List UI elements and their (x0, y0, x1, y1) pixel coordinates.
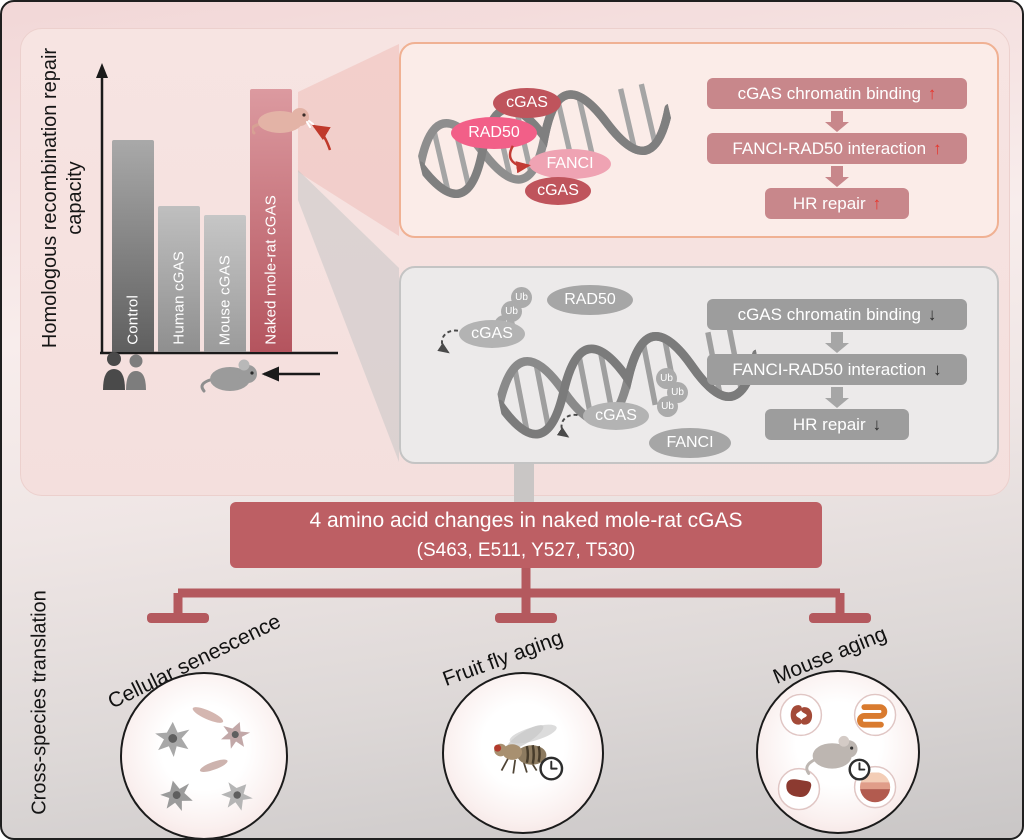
step-label: HR repair (792, 193, 866, 213)
panel-to-banner-connector (514, 462, 534, 506)
up-arrow: ↑ (872, 193, 882, 213)
step-label: cGAS chromatin binding (737, 83, 921, 103)
flow-arrow-icon (825, 332, 849, 353)
step-cgas-chromatin-binding-up: cGAS chromatin binding ↑ (707, 78, 967, 109)
mouse-aging-icon (777, 693, 897, 811)
cgas-molecule: cGAS (525, 177, 591, 205)
step-cgas-chromatin-binding-down: cGAS chromatin binding ↓ (707, 299, 967, 330)
down-arrow: ↓ (933, 359, 942, 379)
down-arrow: ↓ (872, 414, 882, 434)
cgas-molecule: cGAS (459, 320, 525, 348)
mutation-banner: 4 amino acid changes in naked mole-rat c… (230, 502, 822, 568)
bar-label: Human cGAS (170, 251, 188, 345)
bar-label: Mouse cGAS (216, 254, 234, 345)
bar-label: Naked mole-rat cGAS (262, 195, 280, 345)
bar-chart-bars: Control Human cGAS Mouse cGAS Naked mole-ra… (112, 66, 300, 352)
step-hr-repair-up: HR repair ↑ (765, 188, 909, 219)
senescent-cells-icon (155, 707, 258, 817)
step-label: cGAS chromatin binding (737, 304, 921, 324)
cgas-eviction-arrow-icon (437, 329, 459, 354)
fanci-molecule: FANCI (529, 149, 611, 179)
mouse-icon (200, 359, 257, 393)
flow-arrow-icon (825, 166, 849, 187)
bar-naked-mole-rat-cgas: Naked mole-rat cGAS (250, 89, 292, 352)
banner-line1: 4 amino acid changes in naked mole-rat c… (309, 509, 743, 532)
ubiquitin-icon: Ub (657, 396, 678, 417)
fruit-fly-circle (442, 672, 604, 834)
down-arrow: ↓ (927, 304, 937, 324)
cellular-senescence-circle (120, 672, 288, 838)
skin-icon (859, 772, 891, 803)
liver-icon (786, 779, 812, 797)
dna-helix-icon (495, 327, 761, 439)
flow-arrow-icon (825, 111, 849, 132)
step-label: HR repair (792, 414, 866, 434)
step-label: FANCI-RAD50 interaction (732, 359, 927, 379)
fanci-molecule: FANCI (649, 428, 731, 458)
clock-icon (848, 758, 871, 781)
bar-control: Control (112, 140, 154, 352)
bar-label: Control (124, 295, 142, 345)
step-fanci-rad50-interaction-up: FANCI-RAD50 interaction ↑ (707, 133, 967, 164)
intestine-icon (857, 704, 888, 728)
old-mouse-icon (805, 735, 858, 775)
up-arrow: ↑ (933, 138, 942, 158)
cross-species-label: Cross-species translation (28, 590, 51, 815)
inhibition-tbars (173, 566, 845, 616)
humans-icon (103, 352, 146, 390)
cgas-molecule: cGAS (583, 402, 649, 430)
rad50-molecule: RAD50 (451, 117, 537, 149)
flow-arrow-icon (825, 387, 849, 408)
fruit-fly-icon (494, 724, 564, 781)
up-arrow: ↑ (927, 83, 937, 103)
clock-icon (539, 756, 564, 781)
step-label: FANCI-RAD50 interaction (732, 138, 927, 158)
step-hr-repair-down: HR repair ↓ (765, 409, 909, 440)
nmr-cgas-panel: cGAS RAD50 FANCI cGAS cGAS chromatin bin… (399, 42, 999, 238)
naked-mole-rat-icon (252, 108, 314, 135)
banner-line2: (S463, E511, Y527, T530) (416, 539, 636, 561)
step-fanci-rad50-interaction-down: FANCI-RAD50 interaction ↓ (707, 354, 967, 385)
y-axis-label: Homologous recombination repair capacity (39, 47, 86, 349)
mouse-aging-circle (756, 670, 920, 834)
bar-mouse-cgas: Mouse cGAS (204, 215, 246, 352)
bar-human-cgas: Human cGAS (158, 206, 200, 352)
kidney-icon (790, 705, 813, 725)
cgas-molecule: cGAS (493, 88, 561, 118)
other-cgas-panel: Ub Ub Ub Ub Ub Ub RAD50 cGAS cGAS FANCI … (399, 266, 999, 464)
rad50-molecule: RAD50 (547, 285, 633, 315)
